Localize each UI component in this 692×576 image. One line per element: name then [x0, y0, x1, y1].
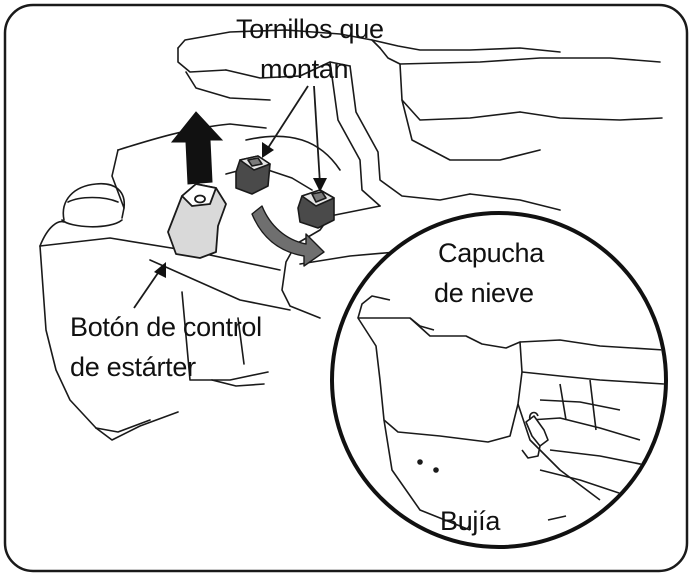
label-mounting-screws-line1: Tornillos que — [236, 14, 384, 44]
detail-magnifier — [330, 211, 668, 549]
label-mounting-screws-line2: montan — [260, 54, 348, 84]
label-choke-knob-line2: de estárter — [70, 352, 196, 382]
label-snow-hood-line2: de nieve — [434, 278, 534, 308]
spark-plug-drawing — [525, 415, 549, 447]
mounting-screw-left-icon — [235, 155, 271, 195]
choke-knob-icon — [167, 183, 227, 259]
engine-housing-drawing — [39, 29, 663, 441]
up-arrow-icon — [170, 111, 224, 185]
outer-frame — [3, 3, 689, 573]
mounting-screw-right-icon — [297, 189, 335, 229]
label-spark-plug: Bujía — [440, 506, 501, 536]
label-choke-knob-line1: Botón de control — [70, 312, 262, 342]
label-snow-hood-line1: Capucha — [438, 238, 545, 268]
rotation-arrow-icon — [251, 205, 325, 267]
